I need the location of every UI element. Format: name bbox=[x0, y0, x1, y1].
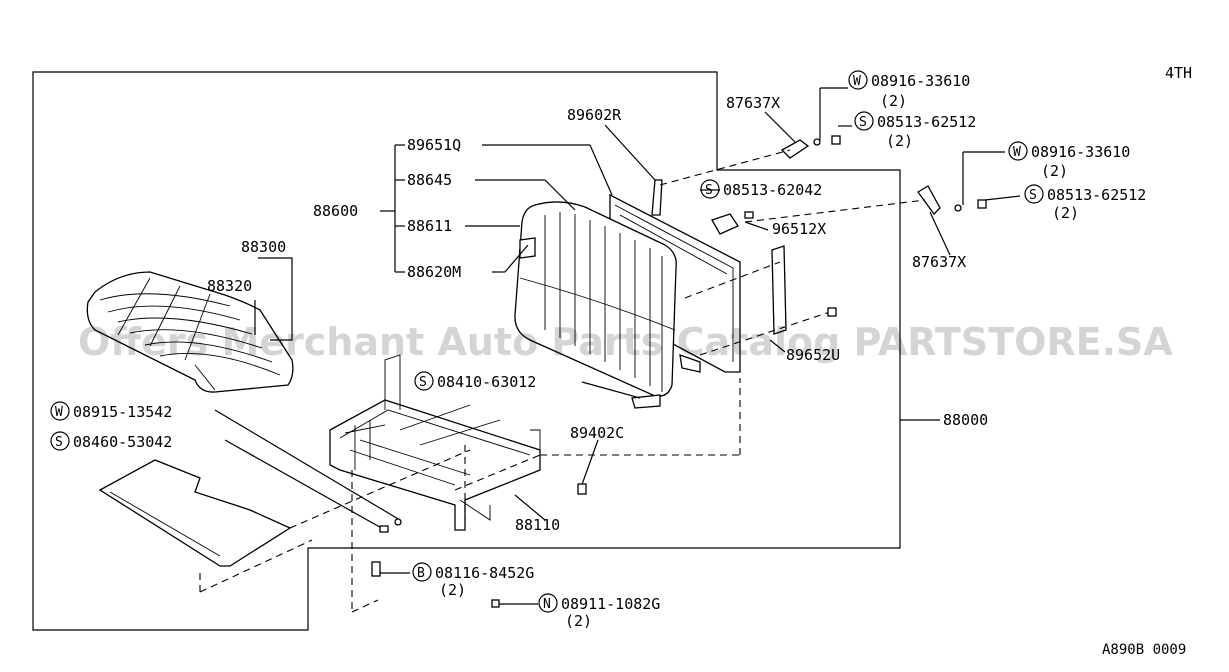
label-n1-qty: (2) bbox=[565, 612, 592, 630]
svg-text:S: S bbox=[705, 183, 713, 198]
svg-text:S: S bbox=[1029, 188, 1037, 203]
trim-strip bbox=[771, 245, 787, 335]
svg-text:S: S bbox=[419, 375, 427, 390]
label-w2-number: 08916-33610 bbox=[1031, 143, 1130, 161]
fasteners bbox=[371, 135, 987, 608]
leader-lines bbox=[214, 87, 1021, 605]
badge-b1: B bbox=[412, 562, 432, 582]
label-89651Q: 89651Q bbox=[407, 136, 461, 154]
label-b1-qty: (2) bbox=[439, 581, 466, 599]
label-s1-number: 08513-62512 bbox=[877, 113, 976, 131]
dashed-lines bbox=[199, 149, 926, 613]
label-88600: 88600 bbox=[313, 202, 358, 220]
badge-w1: W bbox=[848, 70, 868, 90]
svg-text:N: N bbox=[543, 597, 551, 612]
badge-s1: S bbox=[854, 111, 874, 131]
label-88611: 88611 bbox=[407, 217, 452, 235]
label-88300: 88300 bbox=[241, 238, 286, 256]
label-w1-number: 08916-33610 bbox=[871, 72, 970, 90]
badge-s3: S bbox=[700, 179, 720, 199]
side-trim-right bbox=[917, 185, 941, 215]
label-b1-number: 08116-8452G bbox=[435, 564, 534, 582]
label-s2-qty: (2) bbox=[1052, 204, 1079, 222]
label-s5-number: 08460-53042 bbox=[73, 433, 172, 451]
seat-back bbox=[514, 179, 741, 409]
badge-s5: S bbox=[50, 431, 70, 451]
badge-w2: W bbox=[1008, 141, 1028, 161]
label-s1-qty: (2) bbox=[886, 132, 913, 150]
label-87637X-top: 87637X bbox=[726, 94, 780, 112]
watermark: Offers Merchant Auto Parts Catalog PARTS… bbox=[78, 320, 1173, 364]
drawing-code: A890B 0009 bbox=[1102, 642, 1186, 658]
label-88110: 88110 bbox=[515, 516, 560, 534]
label-s2-number: 08513-62512 bbox=[1047, 186, 1146, 204]
label-w2-qty: (2) bbox=[1041, 162, 1068, 180]
svg-text:W: W bbox=[55, 405, 63, 420]
label-88000: 88000 bbox=[943, 411, 988, 429]
label-w1-qty: (2) bbox=[880, 92, 907, 110]
badge-w3: W bbox=[50, 401, 70, 421]
floor-plate bbox=[98, 459, 292, 567]
label-s4-number: 08410-63012 bbox=[437, 373, 536, 391]
badge-s4: S bbox=[414, 371, 434, 391]
label-87637X-right: 87637X bbox=[912, 253, 966, 271]
label-w3-number: 08915-13542 bbox=[73, 403, 172, 421]
assembly-boundary bbox=[32, 71, 901, 631]
label-89602R: 89602R bbox=[567, 106, 622, 124]
side-trim-top bbox=[780, 139, 810, 159]
label-88645: 88645 bbox=[407, 171, 452, 189]
label-88320: 88320 bbox=[207, 277, 252, 295]
label-89402C: 89402C bbox=[570, 424, 624, 442]
svg-text:W: W bbox=[1013, 145, 1021, 160]
label-n1-number: 08911-1082G bbox=[561, 595, 660, 613]
label-88620M: 88620M bbox=[407, 263, 461, 281]
seat-cushion bbox=[86, 271, 294, 393]
badge-n1: N bbox=[538, 593, 558, 613]
label-89652U: 89652U bbox=[786, 346, 840, 364]
label-s3-number: 08513-62042 bbox=[723, 181, 822, 199]
corner-label: 4TH bbox=[1165, 64, 1192, 82]
label-96512X: 96512X bbox=[772, 220, 826, 238]
svg-text:W: W bbox=[853, 74, 861, 89]
svg-text:S: S bbox=[859, 115, 867, 130]
svg-text:S: S bbox=[55, 435, 63, 450]
badge-s2: S bbox=[1024, 184, 1044, 204]
svg-text:B: B bbox=[417, 566, 425, 581]
